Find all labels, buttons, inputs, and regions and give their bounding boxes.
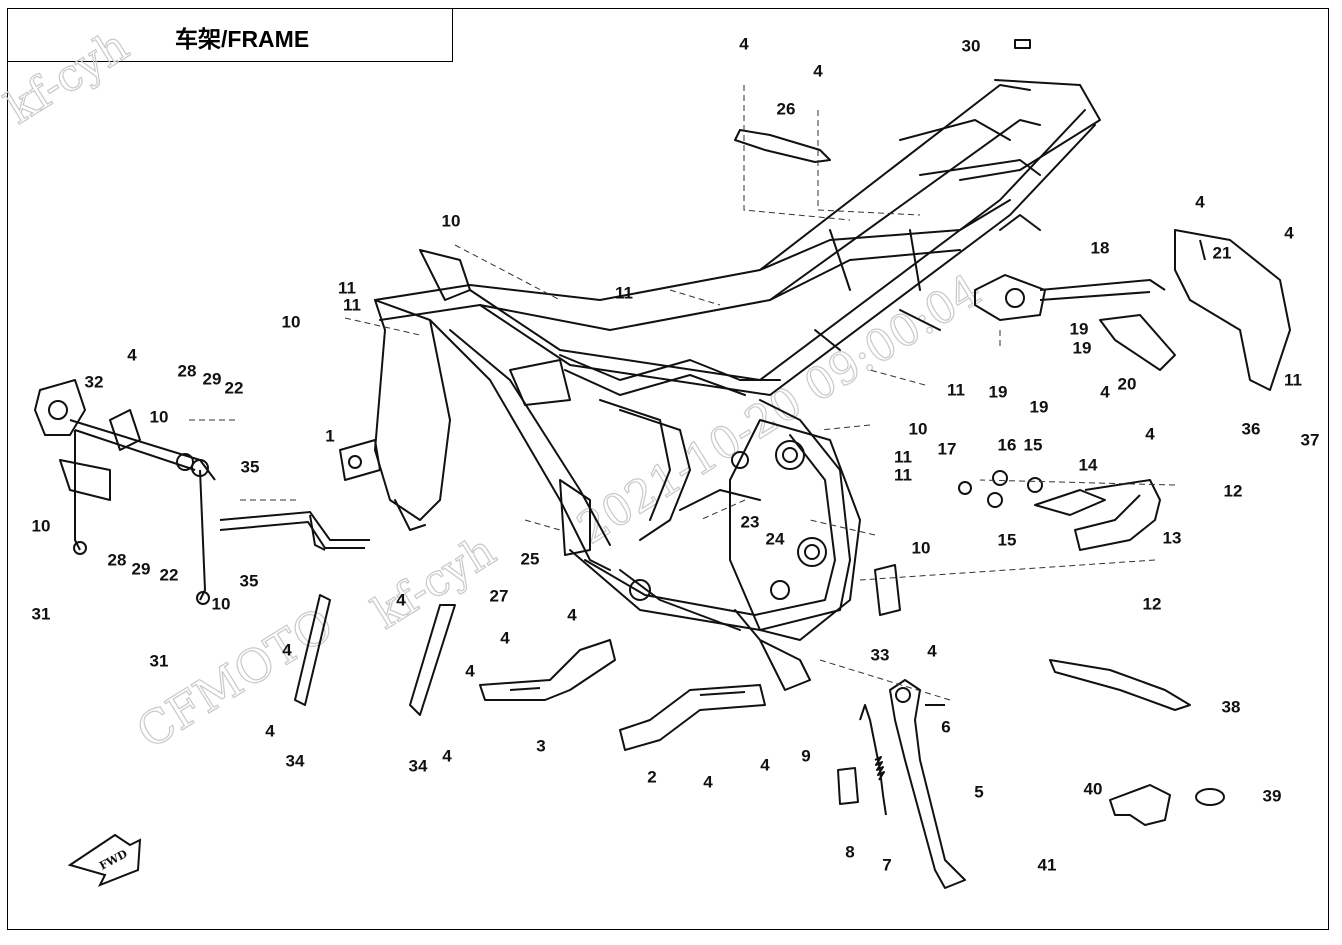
- side-stand: [837, 679, 966, 889]
- part-callout-37: 37: [1301, 430, 1320, 449]
- part-callout-36: 36: [1242, 419, 1261, 438]
- part-callout-11: 11: [615, 283, 633, 302]
- part-callout-34: 34: [409, 756, 428, 775]
- part-callout-19: 19: [989, 382, 1008, 401]
- part-callout-1: 1: [325, 426, 334, 445]
- part-callout-11: 11: [338, 278, 356, 297]
- part-callout-27: 27: [490, 586, 509, 605]
- lower-brackets: [294, 564, 1225, 826]
- part-callout-11: 11: [894, 465, 912, 484]
- part-callout-11: 11: [1284, 370, 1302, 389]
- part-callout-33: 33: [871, 645, 890, 664]
- part-callout-11: 11: [947, 380, 965, 399]
- rear-brackets: [734, 39, 1291, 551]
- part-callout-13: 13: [1163, 528, 1182, 547]
- part-callout-30: 30: [962, 36, 981, 55]
- part-callout-15: 15: [1024, 435, 1043, 454]
- part-callout-10: 10: [32, 516, 51, 535]
- title-box: [7, 8, 453, 62]
- part-callout-40: 40: [1084, 779, 1103, 798]
- part-callout-15: 15: [998, 530, 1017, 549]
- part-callout-21: 21: [1213, 243, 1232, 262]
- part-callout-41: 41: [1038, 855, 1057, 874]
- part-callout-10: 10: [912, 538, 931, 557]
- diagram-title: 车架/FRAME: [175, 26, 310, 52]
- part-callout-4: 4: [282, 640, 292, 659]
- side-brace-rod: [219, 510, 370, 551]
- part-callout-18: 18: [1091, 238, 1110, 257]
- part-callout-8: 8: [845, 842, 854, 861]
- part-callout-14: 14: [1079, 455, 1098, 474]
- part-callout-39: 39: [1263, 786, 1282, 805]
- part-callout-20: 20: [1118, 374, 1137, 393]
- part-callout-4: 4: [500, 628, 510, 647]
- part-callout-6: 6: [941, 717, 950, 736]
- part-callout-3: 3: [536, 736, 545, 755]
- part-callout-31: 31: [32, 604, 51, 623]
- drawing-border: [7, 8, 1329, 930]
- part-callout-4: 4: [1145, 424, 1155, 443]
- part-callout-2: 2: [647, 767, 656, 786]
- part-callout-4: 4: [1100, 382, 1110, 401]
- part-callout-4: 4: [739, 34, 749, 53]
- part-callout-12: 12: [1224, 481, 1243, 500]
- part-callout-19: 19: [1073, 338, 1092, 357]
- part-callout-4: 4: [442, 746, 452, 765]
- part-callout-22: 22: [160, 565, 179, 584]
- part-callout-11: 11: [894, 447, 912, 466]
- part-callout-7: 7: [882, 855, 891, 874]
- part-callout-9: 9: [801, 746, 810, 765]
- part-callout-4: 4: [927, 641, 937, 660]
- part-callout-4: 4: [465, 661, 475, 680]
- part-callout-16: 16: [998, 435, 1017, 454]
- watermark-text: kf-cyh: [0, 20, 138, 134]
- assembly-dashlines: [185, 85, 1176, 701]
- part-callout-10: 10: [442, 211, 461, 230]
- part-callout-24: 24: [766, 529, 785, 548]
- main-frame: [339, 79, 1101, 691]
- part-callout-28: 28: [178, 361, 197, 380]
- fwd-label: FWD: [97, 847, 130, 873]
- part-callout-19: 19: [1030, 397, 1049, 416]
- part-callout-4: 4: [396, 590, 406, 609]
- part-callout-4: 4: [127, 345, 137, 364]
- part-callout-4: 4: [1284, 223, 1294, 242]
- part-callout-19: 19: [1070, 319, 1089, 338]
- part-callout-29: 29: [203, 369, 222, 388]
- callout-layer: 1234444444444444444456789101010101010101…: [32, 34, 1320, 874]
- part-callout-4: 4: [1195, 192, 1205, 211]
- part-callout-10: 10: [909, 419, 928, 438]
- part-callout-25: 25: [521, 549, 540, 568]
- part-callout-17: 17: [938, 439, 957, 458]
- part-callout-10: 10: [282, 312, 301, 331]
- part-callout-12: 12: [1143, 594, 1162, 613]
- part-callout-4: 4: [567, 605, 577, 624]
- fwd-arrow: FWD: [67, 833, 142, 887]
- part-callout-11: 11: [343, 295, 361, 314]
- headlight-bracket: [34, 379, 216, 605]
- part-callout-4: 4: [760, 755, 770, 774]
- part-callout-10: 10: [150, 407, 169, 426]
- part-callout-38: 38: [1222, 697, 1241, 716]
- part-callout-4: 4: [703, 772, 713, 791]
- watermark-text: CFMOTO: [127, 597, 342, 760]
- part-callout-4: 4: [813, 61, 823, 80]
- part-callout-31: 31: [150, 651, 169, 670]
- part-callout-26: 26: [777, 99, 796, 118]
- part-callout-32: 32: [85, 372, 104, 391]
- part-callout-35: 35: [241, 457, 260, 476]
- part-callout-4: 4: [265, 721, 275, 740]
- part-callout-35: 35: [240, 571, 259, 590]
- part-callout-28: 28: [108, 550, 127, 569]
- part-callout-10: 10: [212, 594, 231, 613]
- part-callout-29: 29: [132, 559, 151, 578]
- part-callout-22: 22: [225, 378, 244, 397]
- part-callout-5: 5: [974, 782, 983, 801]
- part-callout-23: 23: [741, 512, 760, 531]
- part-callout-34: 34: [286, 751, 305, 770]
